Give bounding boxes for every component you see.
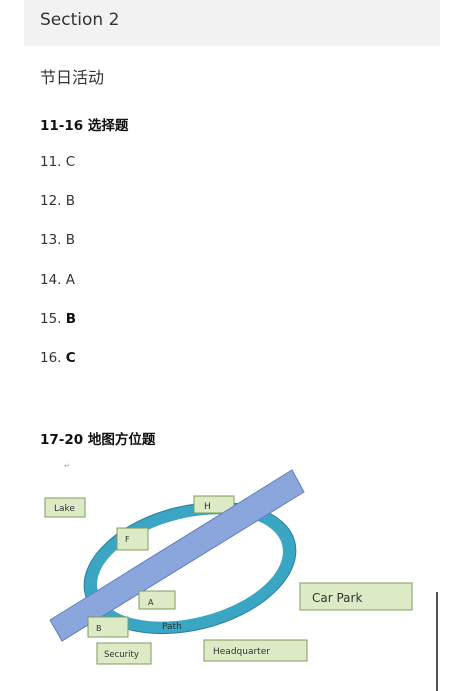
path-band — [49, 469, 305, 642]
b-label: B — [96, 624, 102, 633]
security-label-box: Security — [96, 642, 152, 665]
answer-13: 13. B — [40, 232, 75, 248]
a-label-box: A — [138, 590, 176, 610]
f-label: F — [125, 535, 130, 544]
return-mark: ↵ — [64, 462, 70, 470]
headquarter-label-box: Headquarter — [203, 639, 308, 662]
answer-letter: C — [65, 154, 76, 170]
lake-label-box: Lake — [44, 497, 86, 518]
h-label-box: H — [193, 495, 235, 514]
answer-letter: B — [65, 193, 76, 209]
b-label-box: B — [87, 616, 129, 638]
answer-14: 14. A — [40, 272, 75, 288]
answer-letter: A — [65, 272, 76, 288]
security-label: Security — [104, 650, 139, 660]
answer-11: 11. C — [40, 154, 75, 170]
answer-number: 13. — [40, 232, 62, 248]
answer-16: 16. C — [40, 350, 76, 366]
topic-title: 节日活动 — [40, 68, 105, 87]
answer-letter: B — [65, 232, 76, 248]
section-title: Section 2 — [40, 10, 120, 30]
a-label: A — [148, 598, 154, 607]
f-label-box: F — [116, 527, 149, 551]
path-label: Path — [162, 622, 182, 632]
answer-number: 14. — [40, 272, 62, 288]
car-park-label: Car Park — [312, 591, 362, 605]
section-header: Section 2 — [24, 0, 440, 46]
map-image: ↵ Lake H F A Path — [0, 455, 465, 691]
answer-letter: B — [65, 311, 77, 327]
answer-number: 16. — [40, 350, 62, 366]
answer-number: 11. — [40, 154, 62, 170]
part1-heading: 11-16 选择题 — [40, 118, 129, 134]
scrollbar[interactable] — [436, 592, 438, 691]
headquarter-label: Headquarter — [213, 647, 270, 657]
answer-12: 12. B — [40, 193, 75, 209]
car-park-label-box: Car Park — [299, 582, 413, 611]
answer-15: 15. B — [40, 311, 76, 327]
answer-number: 12. — [40, 193, 62, 209]
answer-letter: C — [65, 350, 76, 366]
lake-label: Lake — [54, 504, 75, 514]
h-label: H — [204, 502, 211, 512]
answer-number: 15. — [40, 311, 62, 327]
part2-heading: 17-20 地图方位题 — [40, 432, 156, 448]
